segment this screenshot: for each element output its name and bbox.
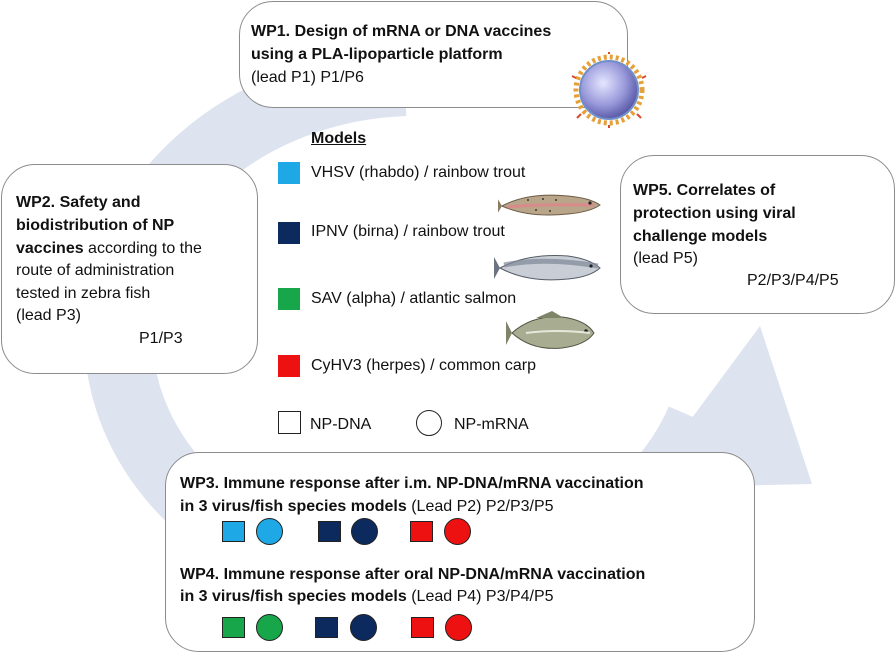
wp3-title-line2: in 3 virus/fish species models (Lead P2)… [180, 496, 554, 517]
wp3-ipnv-dna-square [318, 521, 341, 542]
ipnv-color-swatch [278, 222, 300, 244]
wp3-title-line1: WP3. Immune response after i.m. NP-DNA/m… [180, 475, 644, 492]
wp2-vaccines-word: vaccines [16, 240, 84, 257]
common-carp-illustration [506, 311, 595, 349]
cyhv3-color-swatch [278, 355, 300, 377]
wp4-ipnv-dna-square [315, 617, 338, 638]
rainbow-trout-illustration [498, 194, 601, 216]
lipoparticle-illustration [571, 52, 647, 128]
model-sav-label: SAV (alpha) / atlantic salmon [311, 290, 517, 307]
sav-color-swatch [278, 288, 300, 310]
wp3-ipnv-mrna-circle [351, 518, 378, 545]
atlantic-salmon-illustration [494, 255, 601, 281]
wp4-ipnv-mrna-circle [350, 614, 377, 641]
wp3-vhsv-dna-square [222, 521, 245, 542]
wp5-title-line2: protection using viral [633, 205, 796, 222]
wp2-line4: route of administration [16, 262, 175, 279]
wp4-cyhv3-mrna-circle [445, 614, 472, 641]
wp1-title-line2: using a PLA-lipoparticle platform [251, 46, 503, 63]
wp3-cyhv3-mrna-circle [444, 518, 471, 545]
wp2-lead: (lead P3) [16, 307, 81, 324]
wp4-title-line1: WP4. Immune response after oral NP-DNA/m… [180, 566, 646, 583]
wp4-sav-dna-square [222, 617, 245, 638]
wp5-title-line1: WP5. Correlates of [633, 182, 776, 199]
wp5-lead: (lead P5) [633, 250, 698, 267]
model-cyhv3-label: CyHV3 (herpes) / common carp [311, 357, 536, 374]
np-mrna-legend-label: NP-mRNA [454, 416, 529, 433]
np-dna-legend-square [278, 411, 301, 434]
wp3-lead-text: (Lead P2) P2/P3/P5 [406, 498, 554, 515]
wp4-title-line2: in 3 virus/fish species models (Lead P4)… [180, 586, 554, 607]
wp2-title-line3: vaccines according to the [16, 238, 202, 259]
wp2-partners: P1/P3 [139, 330, 183, 347]
vhsv-color-swatch [278, 162, 300, 184]
cycle-arrow-head [640, 326, 812, 488]
np-dna-legend-label: NP-DNA [310, 416, 372, 433]
wp2-title-line1: WP2. Safety and [16, 194, 141, 211]
model-ipnv-label: IPNV (birna) / rainbow trout [311, 223, 505, 240]
wp1-lead: (lead P1) P1/P6 [251, 69, 364, 86]
wp4-cyhv3-dna-square [411, 617, 434, 638]
np-mrna-legend-circle [416, 410, 442, 436]
wp3-vhsv-mrna-circle [256, 518, 283, 545]
wp2-line5: tested in zebra fish [16, 285, 151, 302]
wp3-cyhv3-dna-square [410, 521, 433, 542]
wp4-lead-text: (Lead P4) P3/P4/P5 [406, 588, 554, 605]
wp4-sav-mrna-circle [256, 614, 283, 641]
wp4-models-text: in 3 virus/fish species models [180, 588, 407, 605]
wp1-title-line1: WP1. Design of mRNA or DNA vaccines [251, 23, 552, 40]
wp2-box [1, 164, 258, 374]
wp5-partners: P2/P3/P4/P5 [747, 272, 839, 289]
model-vhsv-label: VHSV (rhabdo) / rainbow trout [311, 164, 526, 181]
wp1-box [239, 1, 628, 108]
wp3-models-text: in 3 virus/fish species models [180, 498, 407, 515]
wp5-title-line3: challenge models [633, 228, 768, 245]
wp2-according-text: according to the [83, 240, 202, 257]
wp5-box [620, 155, 895, 314]
wp2-title-line2: biodistribution of NP [16, 217, 175, 234]
models-title: Models [311, 130, 367, 147]
